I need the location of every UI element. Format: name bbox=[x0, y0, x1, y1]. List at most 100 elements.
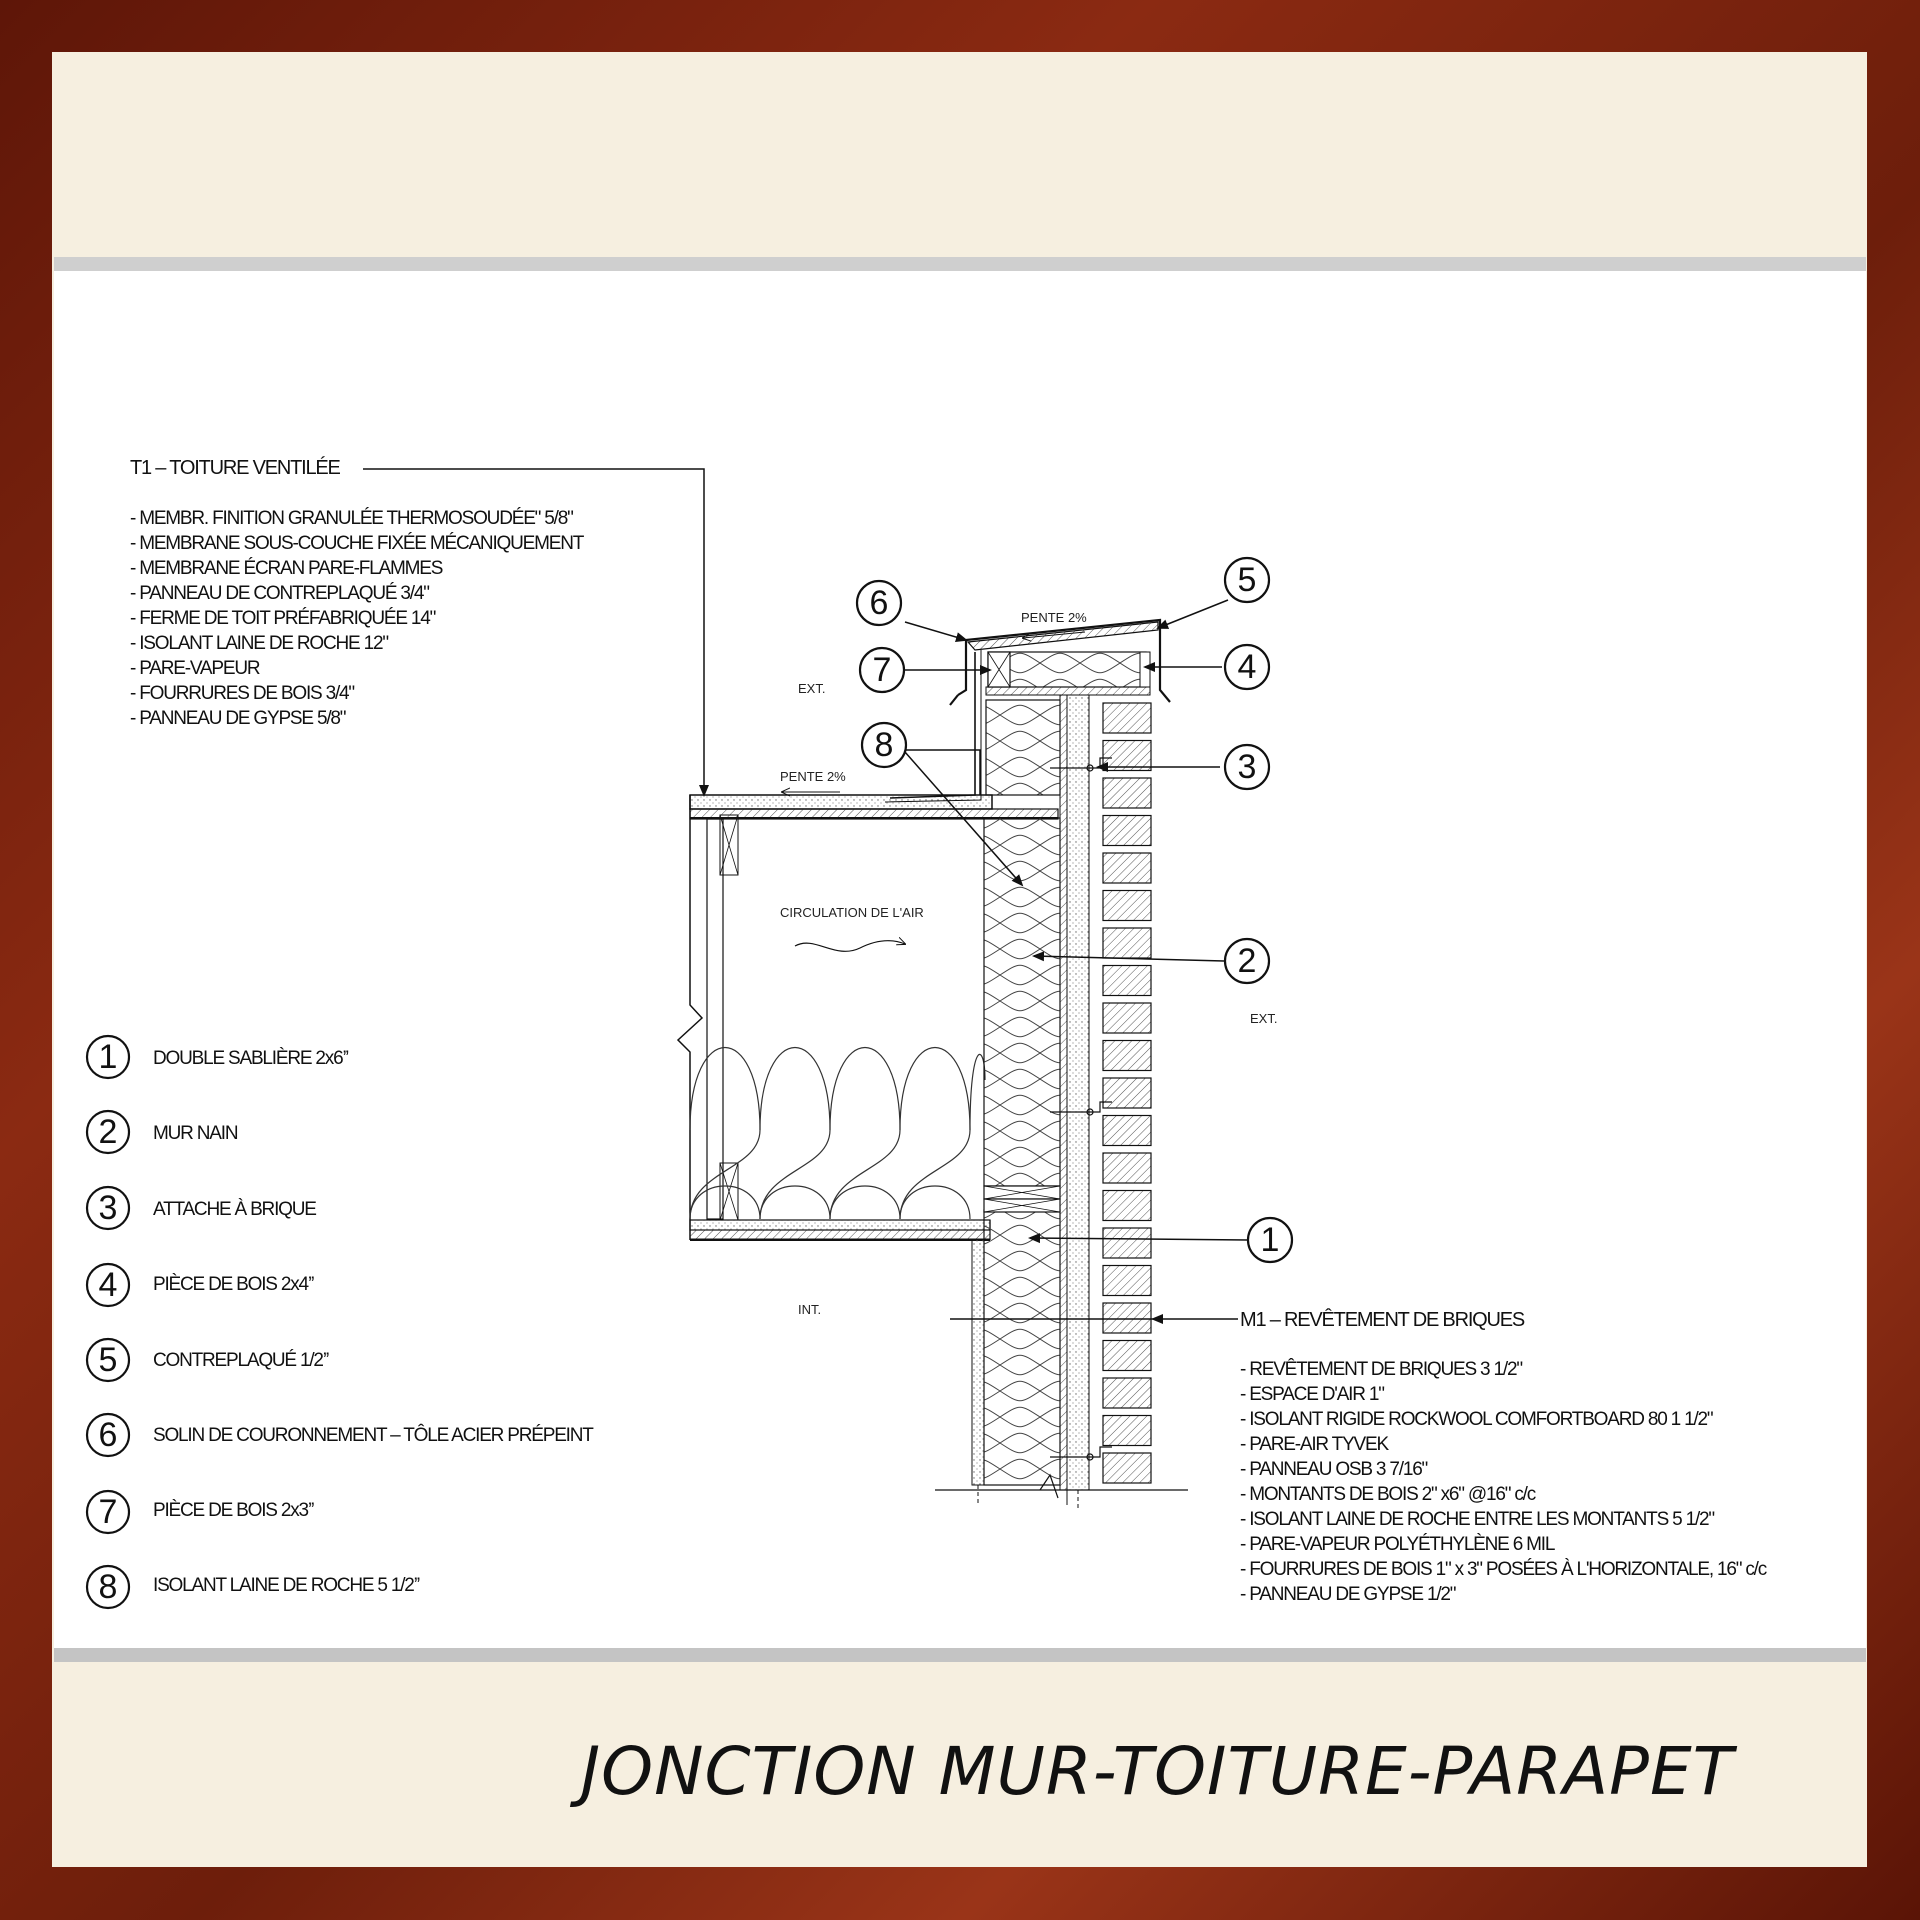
brick bbox=[1102, 1114, 1152, 1147]
brick bbox=[1102, 777, 1152, 809]
callout-5: 5 bbox=[1223, 556, 1271, 604]
roof-spec-line: - MEMBR. FINITION GRANULÉE THERMOSOUDÉE"… bbox=[130, 508, 573, 529]
wall-spec-line: - FOURRURES DE BOIS 1" x 3" POSÉES À L'H… bbox=[1240, 1559, 1767, 1580]
svg-text:3: 3 bbox=[1238, 748, 1257, 786]
svg-text:6: 6 bbox=[99, 1416, 118, 1454]
svg-text:4: 4 bbox=[99, 1266, 118, 1304]
brick bbox=[1102, 1302, 1152, 1334]
coping-flashing bbox=[957, 618, 1171, 703]
cap-plate bbox=[985, 686, 1151, 696]
osb-sheathing bbox=[1059, 694, 1068, 1491]
brick bbox=[1102, 1227, 1152, 1259]
brick bbox=[1102, 1339, 1152, 1372]
svg-text:CONTREPLAQUÉ 1/2’’: CONTREPLAQUÉ 1/2’’ bbox=[153, 1350, 329, 1371]
svg-text:2: 2 bbox=[99, 1113, 118, 1151]
legend-item: 2 MUR NAIN bbox=[85, 1109, 239, 1155]
legend-item: 1 DOUBLE SABLIÈRE 2x6’’ bbox=[85, 1034, 350, 1080]
brick bbox=[1102, 852, 1152, 884]
svg-text:PIÈCE DE BOIS 2x4’’: PIÈCE DE BOIS 2x4’’ bbox=[153, 1274, 315, 1295]
roof-spec-line: - FOURRURES DE BOIS 3/4" bbox=[130, 683, 354, 704]
callout-4: 4 bbox=[1223, 643, 1271, 691]
svg-text:ISOLANT LAINE DE ROCHE 5 1/2’’: ISOLANT LAINE DE ROCHE 5 1/2’’ bbox=[153, 1575, 420, 1596]
knee-wall-insulation bbox=[983, 817, 1061, 1187]
air-circulation-label: CIRCULATION DE L'AIR bbox=[780, 905, 924, 920]
brick bbox=[1102, 1377, 1152, 1409]
svg-text:2: 2 bbox=[1238, 942, 1257, 980]
cap-block-2x4 bbox=[987, 651, 1147, 688]
ceiling-gypsum bbox=[689, 1229, 991, 1240]
roof-slope-label: PENTE 2% bbox=[780, 769, 846, 784]
parapet-insulation bbox=[985, 699, 1061, 796]
wall-spec-line: - REVÊTEMENT DE BRIQUES 3 1/2" bbox=[1240, 1358, 1522, 1380]
wall-spec: M1 – REVÊTEMENT DE BRIQUES - REVÊTEMENT … bbox=[1240, 1308, 1768, 1605]
svg-text:8: 8 bbox=[99, 1568, 118, 1606]
top-divider-band bbox=[54, 257, 1866, 271]
roof-spec-line: - PANNEAU DE GYPSE 5/8" bbox=[130, 708, 346, 729]
roof-spec: T1 – TOITURE VENTILÉE - MEMBR. FINITION … bbox=[130, 456, 586, 729]
roof-spec-heading: T1 – TOITURE VENTILÉE bbox=[130, 456, 341, 479]
brick bbox=[1102, 1452, 1152, 1484]
svg-text:4: 4 bbox=[1238, 648, 1257, 686]
svg-text:1: 1 bbox=[1261, 1221, 1280, 1259]
callout-8: 8 bbox=[860, 721, 908, 769]
brick bbox=[1102, 1077, 1152, 1109]
brick bbox=[1102, 1264, 1152, 1297]
break-line bbox=[676, 795, 704, 1240]
truss-vertical bbox=[706, 818, 724, 1220]
parapet-slope-arrow bbox=[1023, 631, 1086, 638]
svg-text:3: 3 bbox=[99, 1189, 118, 1227]
legend-item: 3 ATTACHE À BRIQUE bbox=[85, 1185, 317, 1231]
svg-text:DOUBLE SABLIÈRE 2x6’’: DOUBLE SABLIÈRE 2x6’’ bbox=[153, 1048, 349, 1069]
stud-cavity-insulation bbox=[983, 1209, 1061, 1486]
brick bbox=[1102, 1189, 1152, 1222]
roof-spec-line: - FERME DE TOIT PRÉFABRIQUÉE 14" bbox=[130, 608, 436, 629]
roof-spec-line: - PANNEAU DE CONTREPLAQUÉ 3/4" bbox=[130, 583, 429, 604]
membrane-upturn bbox=[889, 652, 976, 799]
svg-text:7: 7 bbox=[99, 1493, 118, 1531]
page-title: JONCTION MUR-TOITURE-PARAPET bbox=[580, 1733, 1734, 1810]
ext-label-top: EXT. bbox=[798, 681, 825, 696]
wall-spec-line: - ISOLANT RIGIDE ROCKWOOL COMFORTBOARD 8… bbox=[1240, 1409, 1713, 1430]
brick bbox=[1102, 927, 1152, 959]
brick bbox=[1102, 702, 1152, 734]
roof-spec-line: - ISOLANT LAINE DE ROCHE 12" bbox=[130, 633, 388, 654]
legend: 1 DOUBLE SABLIÈRE 2x6’’ 2 MUR NAIN 3 ATTACH… bbox=[85, 1034, 595, 1610]
svg-text:8: 8 bbox=[875, 726, 894, 764]
wall-spec-line: - ESPACE D'AIR 1" bbox=[1240, 1384, 1384, 1405]
legend-item: 4 PIÈCE DE BOIS 2x4’’ bbox=[85, 1262, 316, 1308]
legend-item: 8 ISOLANT LAINE DE ROCHE 5 1/2’’ bbox=[85, 1564, 422, 1610]
wall-spec-line: - ISOLANT LAINE DE ROCHE ENTRE LES MONTA… bbox=[1240, 1509, 1714, 1530]
drawing-sheet bbox=[54, 271, 1866, 1648]
callout-1: 1 bbox=[1246, 1216, 1294, 1264]
roof-membrane-layers bbox=[689, 794, 993, 810]
roof-spec-line: - MEMBRANE ÉCRAN PARE-FLAMMES bbox=[130, 558, 443, 579]
brick bbox=[1102, 1152, 1152, 1184]
cap-plywood bbox=[966, 621, 1159, 651]
brick bbox=[1102, 814, 1152, 847]
svg-text:ATTACHE À BRIQUE: ATTACHE À BRIQUE bbox=[153, 1199, 316, 1220]
brick bbox=[1102, 739, 1152, 772]
interior-gypsum bbox=[971, 1239, 985, 1486]
svg-text:7: 7 bbox=[873, 651, 892, 689]
brick bbox=[1102, 964, 1152, 997]
wall-spec-line: - MONTANTS DE BOIS 2" x6" @16" c/c bbox=[1240, 1484, 1536, 1505]
svg-text:PIÈCE DE BOIS 2x3’’: PIÈCE DE BOIS 2x3’’ bbox=[153, 1500, 315, 1521]
brick bbox=[1102, 1414, 1152, 1447]
wall-spec-line: - PANNEAU OSB 3 7/16" bbox=[1240, 1459, 1428, 1480]
wall-spec-line: - PARE-VAPEUR POLYÉTHYLÈNE 6 MIL bbox=[1240, 1534, 1555, 1555]
svg-text:1: 1 bbox=[99, 1038, 118, 1076]
roof-spec-line: - PARE-VAPEUR bbox=[130, 658, 260, 679]
svg-text:SOLIN DE COURONNEMENT – TÔLE A: SOLIN DE COURONNEMENT – TÔLE ACIER PRÉPE… bbox=[153, 1424, 594, 1446]
bottom-divider-band bbox=[54, 1648, 1866, 1662]
callout-6: 6 bbox=[855, 579, 903, 627]
wall-spec-heading: M1 – REVÊTEMENT DE BRIQUES bbox=[1240, 1308, 1525, 1331]
svg-text:MUR NAIN: MUR NAIN bbox=[153, 1123, 238, 1144]
wall-spec-line: - PANNEAU DE GYPSE 1/2" bbox=[1240, 1584, 1456, 1605]
parapet-slope-label: PENTE 2% bbox=[1021, 610, 1087, 625]
callout-7: 7 bbox=[858, 646, 906, 694]
wall-spec-line: - PARE-AIR TYVEK bbox=[1240, 1434, 1389, 1455]
int-label: INT. bbox=[798, 1302, 821, 1317]
leader-lines bbox=[363, 468, 1249, 1324]
